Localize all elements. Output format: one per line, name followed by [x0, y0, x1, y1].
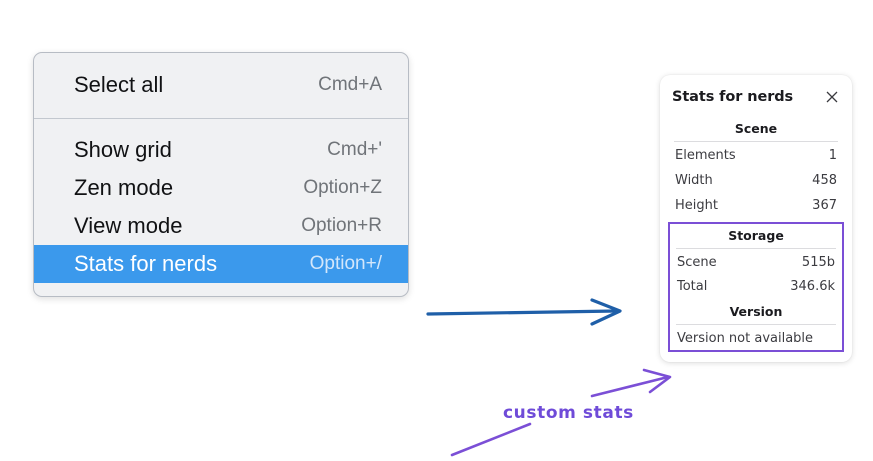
context-menu[interactable]: Select all Cmd+A Show grid Cmd+' Zen mod…: [33, 52, 409, 297]
stat-key: Height: [675, 197, 718, 213]
stat-value: 515b: [801, 254, 835, 270]
version-note: Version not available: [677, 331, 814, 347]
menu-item-label: Stats for nerds: [74, 251, 218, 276]
menu-item-label: Zen mode: [74, 175, 174, 200]
menu-item-label: Select all: [74, 72, 164, 97]
section-rule: [676, 324, 836, 326]
section-scene: Scene Elements 1 Width 458 Height 367: [672, 117, 840, 219]
stats-for-nerds-panel: Stats for nerds Scene Elements 1 Width 4…: [660, 75, 852, 363]
menu-item-view-mode[interactable]: View mode Option+R: [34, 207, 408, 245]
stat-row: Width 458: [672, 169, 840, 194]
stat-key: Elements: [675, 148, 736, 163]
menu-group-2: Show grid Cmd+' Zen mode Option+Z View m…: [34, 119, 408, 296]
menu-separator: [34, 118, 408, 119]
stat-value: 458: [812, 172, 837, 188]
annotation-stroke: [450, 422, 532, 457]
close-icon[interactable]: [824, 89, 840, 105]
stat-row: Scene 515b: [674, 251, 838, 276]
stat-row: Height 367: [672, 194, 840, 219]
menu-item-shortcut: Cmd+A: [318, 74, 382, 95]
menu-item-zen-mode[interactable]: Zen mode Option+Z: [34, 169, 408, 207]
arrow-right-icon: [426, 298, 622, 326]
menu-item-shortcut: Option+/: [309, 253, 382, 274]
stat-value: 1: [828, 148, 837, 163]
section-version: Version Version not available: [674, 300, 838, 348]
stat-key: Total: [677, 279, 708, 295]
section-heading-storage: Storage: [728, 227, 784, 243]
custom-stats-highlight-box: Storage Scene 515b Total 346.6k Version …: [668, 221, 844, 353]
section-rule: [676, 247, 836, 249]
menu-item-shortcut: Option+R: [301, 215, 382, 236]
stat-value: 367: [812, 197, 837, 213]
menu-item-select-all[interactable]: Select all Cmd+A: [34, 66, 408, 104]
menu-item-label: View mode: [74, 213, 183, 238]
menu-item-stats-for-nerds[interactable]: Stats for nerds Option+/: [34, 245, 408, 283]
menu-item-label: Show grid: [74, 137, 172, 162]
section-heading-scene: Scene: [734, 121, 778, 136]
arrow-up-right-icon: [590, 368, 672, 398]
section-rule: [674, 141, 838, 142]
stat-value: 346.6k: [790, 279, 835, 295]
panel-header: Stats for nerds: [672, 89, 840, 105]
callout-label: custom stats: [503, 403, 634, 423]
stat-row: Total 346.6k: [674, 275, 838, 300]
menu-group-1: Select all Cmd+A: [34, 53, 408, 118]
section-heading-version: Version: [729, 304, 783, 320]
stat-key: Width: [675, 172, 713, 188]
section-storage: Storage Scene 515b Total 346.6k: [674, 224, 838, 301]
panel-title: Stats for nerds: [672, 89, 794, 105]
menu-item-shortcut: Option+Z: [303, 177, 382, 198]
menu-item-show-grid[interactable]: Show grid Cmd+': [34, 131, 408, 169]
stat-key: Scene: [677, 254, 717, 270]
menu-item-shortcut: Cmd+': [327, 139, 382, 160]
stat-row: Elements 1: [672, 144, 840, 169]
